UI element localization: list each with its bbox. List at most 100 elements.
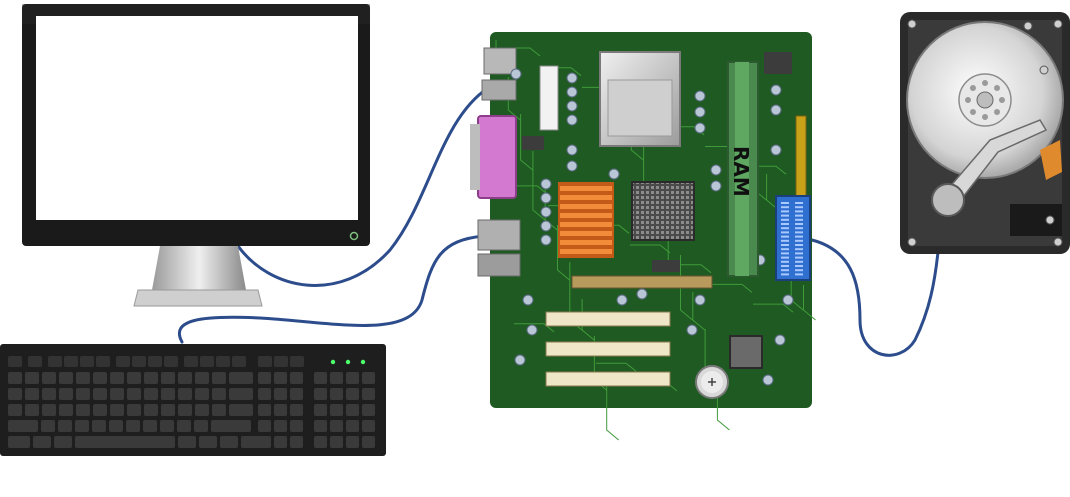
keyboard-key [48, 356, 62, 367]
sata-pin [795, 257, 803, 259]
keyboard-key [93, 388, 107, 400]
spindle-screw [970, 85, 976, 91]
keyboard-key [290, 372, 303, 384]
heatsink-fin [560, 222, 612, 227]
hdd-actuator-pivot [932, 184, 964, 216]
usb-port [484, 48, 516, 74]
capacitor [567, 115, 577, 125]
capacitor [637, 289, 647, 299]
io-chip [522, 136, 544, 150]
keyboard-key [8, 436, 30, 448]
pci-slot [546, 342, 670, 356]
keyboard-key [330, 420, 343, 432]
keyboard-key [109, 420, 123, 432]
keyboard-key [80, 356, 94, 367]
capacitor [711, 181, 721, 191]
ram-slot: RAM [728, 62, 758, 276]
keyboard-key [42, 404, 56, 416]
keyboard-key [93, 404, 107, 416]
sata-pin [781, 252, 789, 254]
capacitor [695, 107, 705, 117]
sata-port [776, 196, 810, 280]
keyboard-key [220, 436, 238, 448]
keyboard-key [58, 420, 72, 432]
pci-slot [546, 372, 670, 386]
keyboard-key [54, 436, 72, 448]
keyboard-key [76, 404, 90, 416]
spindle-screw [965, 97, 971, 103]
keyboard-key [28, 356, 42, 367]
chipset-heatsink [558, 182, 614, 258]
keyboard-key [362, 404, 375, 416]
keyboard-key [42, 388, 56, 400]
capacitor [567, 161, 577, 171]
keyboard-key [8, 420, 38, 432]
keyboard-key [160, 420, 174, 432]
keyboard-key [8, 356, 22, 367]
spindle-screw [970, 109, 976, 115]
keyboard-key [127, 372, 141, 384]
sata-pin [795, 206, 803, 208]
keyboard-key [161, 404, 175, 416]
capacitor [567, 145, 577, 155]
keyboard-key [25, 388, 39, 400]
keyboard-key [330, 404, 343, 416]
sata-pin [781, 210, 789, 212]
cmos-battery-icon [696, 366, 728, 398]
keyboard-key [59, 404, 73, 416]
keyboard-key [211, 420, 251, 432]
keyboard-key [362, 388, 375, 400]
sata-pin [795, 265, 803, 267]
keyboard-key [199, 436, 217, 448]
capacitor [609, 169, 619, 179]
keyboard-key [110, 404, 124, 416]
keyboard-key [362, 420, 375, 432]
sata-pin [781, 257, 789, 259]
capacitor [511, 69, 521, 79]
sata-pin [781, 236, 789, 238]
hdd-screw [1040, 66, 1048, 74]
usb-port [478, 254, 520, 276]
keyboard-key [290, 356, 304, 367]
capacitor [695, 123, 705, 133]
sata-pin [781, 265, 789, 267]
sata-pin [795, 252, 803, 254]
sata-pin [795, 236, 803, 238]
keyboard-key [92, 420, 106, 432]
keyboard-key [93, 372, 107, 384]
keyboard-key [33, 436, 51, 448]
keyboard-key [290, 404, 303, 416]
spindle-screw [982, 80, 988, 86]
sata-pin [781, 261, 789, 263]
keyboard-key [41, 420, 55, 432]
sata-pin [795, 240, 803, 242]
keyboard-key [200, 356, 214, 367]
keyboard-key [8, 388, 22, 400]
keyboard-key [258, 356, 272, 367]
keyboard-key [362, 436, 375, 448]
keyboard-key [76, 372, 90, 384]
sata-pin [781, 223, 789, 225]
keyboard-key [258, 436, 271, 448]
keyboard-key [290, 420, 303, 432]
keyboard-key [314, 404, 327, 416]
sata-pin [795, 244, 803, 246]
keyboard-key [330, 436, 343, 448]
keyboard-key [144, 388, 158, 400]
hdd-screw [908, 238, 916, 246]
capacitor [763, 375, 773, 385]
keyboard-key [195, 388, 209, 400]
keyboard-key [216, 356, 230, 367]
heatsink-fin [560, 213, 612, 218]
keyboard-key [346, 404, 359, 416]
keyboard-key [274, 372, 287, 384]
keyboard-key [148, 356, 162, 367]
capacitor [515, 355, 525, 365]
vga-port [478, 116, 516, 198]
keyboard-led-icon [361, 360, 365, 364]
capacitor [567, 87, 577, 97]
keyboard-key [330, 388, 343, 400]
heatsink-fin [560, 249, 612, 254]
atx-power-connector [540, 66, 558, 130]
